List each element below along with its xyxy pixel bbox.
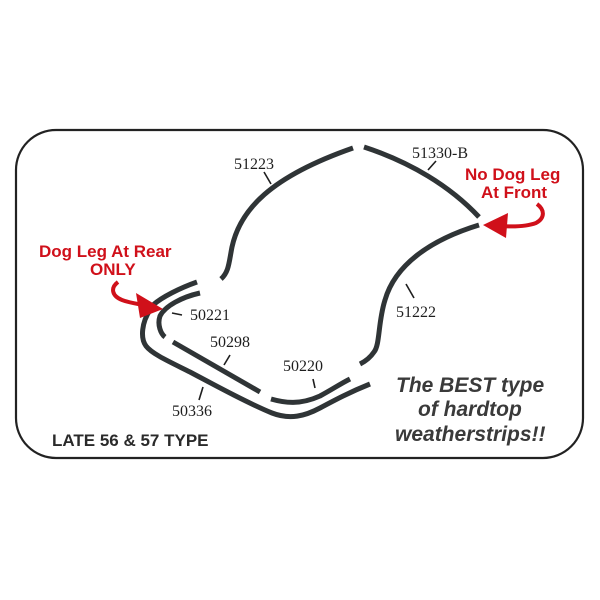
- strip-50220: [270, 376, 352, 405]
- part-label-50298: 50298: [210, 334, 250, 351]
- leader-51222: [405, 283, 415, 299]
- strip-50298: [171, 339, 262, 395]
- slogan-line3: weatherstrips!!: [395, 423, 546, 446]
- slogan-line1: The BEST type: [396, 374, 545, 397]
- strip-51223: [219, 145, 354, 281]
- red-arrow-rear-icon: [111, 280, 163, 318]
- callout-rear-line1: Dog Leg At Rear: [39, 242, 172, 261]
- callout-front-line2: At Front: [481, 183, 547, 202]
- callout-front-line1: No Dog Leg: [465, 165, 560, 184]
- leader-50220: [312, 378, 316, 389]
- part-label-50220: 50220: [283, 358, 323, 375]
- part-label-51330-b: 51330-B: [412, 145, 468, 162]
- part-label-50221: 50221: [190, 307, 230, 324]
- leader-51223: [263, 171, 272, 185]
- leader-50298: [223, 354, 231, 366]
- strip-51222: [358, 222, 480, 367]
- leader-50336: [198, 386, 204, 401]
- part-label-51223: 51223: [234, 156, 274, 173]
- leader-50221: [171, 312, 183, 316]
- part-label-51222: 51222: [396, 304, 436, 321]
- part-label-50336: 50336: [172, 403, 212, 420]
- strip-dog-leg-outer-top: [151, 279, 198, 307]
- type-caption: LATE 56 & 57 TYPE: [52, 431, 209, 450]
- slogan-line2: of hardtop: [418, 398, 522, 421]
- red-arrow-front-icon: [483, 202, 545, 238]
- strip-50336: [140, 308, 371, 420]
- strip-50221: [156, 290, 201, 339]
- callout-rear-line2: ONLY: [90, 260, 136, 279]
- leader-51330-b: [427, 160, 437, 171]
- diagram-frame: [14, 128, 585, 460]
- strip-51330-b: [363, 144, 481, 219]
